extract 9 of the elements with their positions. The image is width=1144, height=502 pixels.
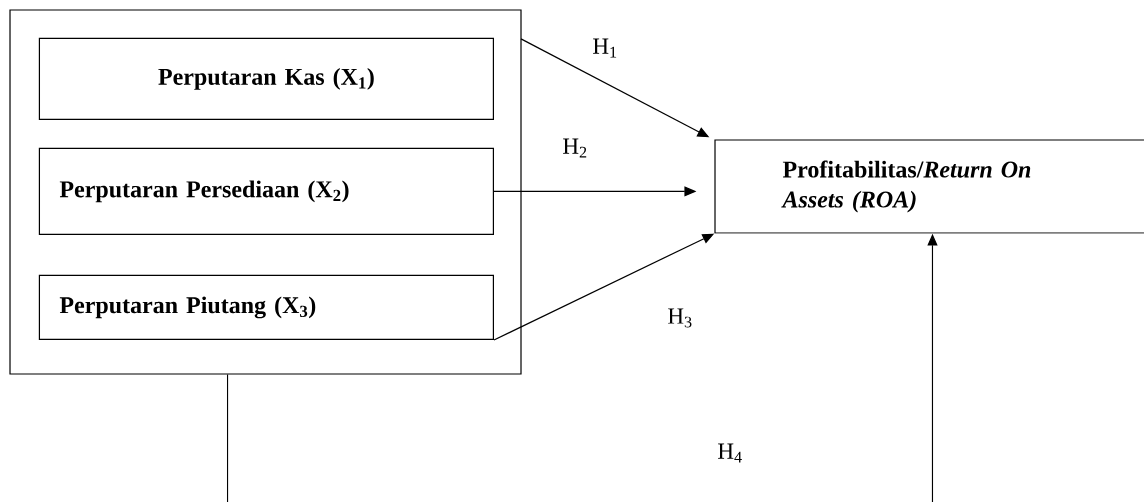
process-box: Profitabilitas/Return On Assets (ROA) — [714, 139, 1144, 234]
edge-label: H$_{3}$ — [666, 307, 694, 329]
process-box: Perputaran Kas (X$_{1}$) — [38, 37, 494, 120]
process-box: Perputaran Persediaan (X$_{2}$) — [38, 147, 494, 235]
edge-label: H$_{2}$ — [561, 137, 589, 159]
group-box — [9, 9, 522, 375]
process-box: Perputaran Piutang (X$_{3}$) — [38, 274, 494, 340]
edge-label: H$_{1}$ — [591, 37, 619, 59]
edge-label: H$_{4}$ — [716, 442, 744, 464]
